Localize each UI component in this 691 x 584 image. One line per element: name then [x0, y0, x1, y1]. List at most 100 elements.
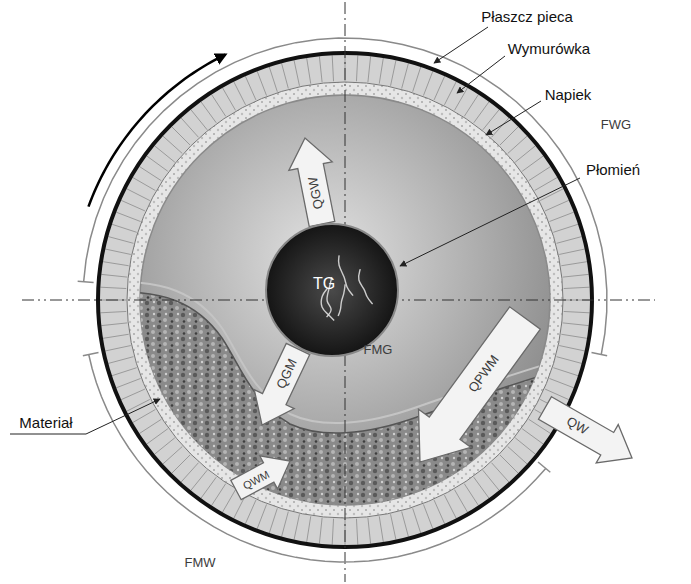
hatch-stroke [423, 71, 432, 95]
hatch-stroke [172, 127, 190, 145]
hatch-stroke [379, 58, 383, 84]
hatch-stroke [522, 156, 543, 171]
hatch-stroke [307, 516, 311, 542]
hatch-stroke [103, 262, 129, 266]
hatch-stroke [201, 102, 216, 123]
hatch-stroke [402, 512, 409, 537]
hatch-stroke [444, 495, 456, 518]
hatch-stroke [545, 200, 569, 211]
temperature-label: TG [313, 275, 335, 293]
bracket-tick [591, 352, 607, 355]
hatch-stroke [356, 55, 357, 81]
hatch-stroke [561, 262, 587, 266]
hatch-stroke [500, 455, 518, 473]
hatch-stroke [515, 438, 535, 454]
symbol-label: FWG [601, 118, 631, 132]
hatch-stroke [282, 512, 289, 537]
hatch-stroke [100, 311, 126, 312]
hatch-stroke [500, 127, 518, 145]
hatch-stroke [549, 378, 573, 387]
hatch-stroke [444, 82, 456, 105]
flame-circle: TG [264, 222, 400, 358]
hatch-stroke [464, 484, 478, 506]
hatch-stroke [282, 63, 289, 88]
hatch-stroke [181, 118, 198, 137]
hatch-stroke [269, 508, 277, 533]
hatch-stroke [434, 76, 445, 100]
hatch-stroke [561, 334, 587, 338]
hatch-stroke [423, 504, 432, 528]
hatch-stroke [474, 102, 489, 123]
hatch-stroke [515, 146, 535, 162]
hatch-stroke [553, 368, 578, 376]
hatch-stroke [112, 368, 137, 376]
hatch-stroke [379, 516, 383, 542]
hatch-stroke [112, 224, 137, 232]
hatch-stroke [108, 237, 133, 244]
rotation-arrow [88, 55, 225, 207]
part-label: Płaszcz pieca [481, 9, 573, 26]
hatch-stroke [391, 60, 396, 85]
part-label: Napiek [545, 87, 592, 104]
hatch-stroke [155, 146, 175, 162]
hatch-stroke [127, 189, 150, 201]
leader-line [486, 101, 541, 135]
hatch-stroke [535, 178, 558, 191]
hatch-stroke [483, 110, 499, 130]
heat-arrow [534, 389, 643, 477]
hatch-stroke [557, 237, 582, 244]
part-label: Materiał [19, 415, 72, 432]
hatch-stroke [257, 71, 266, 95]
hatch-stroke [553, 224, 578, 232]
hatch-stroke [101, 274, 127, 277]
leader-line [457, 56, 505, 93]
leader-line [10, 399, 160, 434]
hatch-stroke [559, 249, 584, 254]
hatch-stroke [147, 156, 168, 171]
hatch-stroke [529, 167, 551, 181]
hatch-stroke [307, 58, 311, 84]
hatch-stroke [294, 514, 299, 539]
hatch-stroke [522, 429, 543, 444]
hatch-stroke [294, 60, 299, 85]
hatch-stroke [563, 323, 589, 326]
hatch-stroke [212, 484, 226, 506]
hatch-stroke [201, 477, 216, 498]
hatch-stroke [455, 88, 468, 111]
hatch-stroke [105, 346, 130, 351]
hatch-stroke [464, 95, 478, 117]
hatch-stroke [564, 287, 590, 288]
part-label: Wymurówka [508, 41, 590, 58]
hatch-stroke [108, 357, 133, 364]
bracket-tick [78, 281, 94, 282]
surface-brackets [78, 38, 607, 562]
part-label: Płomień [586, 162, 640, 179]
hatch-stroke [455, 490, 468, 513]
hatch-stroke [133, 178, 156, 191]
hatch-stroke [121, 389, 145, 400]
heat-flow-arrows [227, 134, 643, 507]
hatch-stroke [332, 519, 333, 545]
hatch-stroke [332, 55, 333, 81]
hatch-stroke [181, 463, 198, 482]
hatch-stroke [105, 249, 130, 254]
hatch-stroke [269, 67, 277, 92]
hatch-stroke [368, 56, 371, 82]
hatch-stroke [549, 212, 573, 221]
hatch-stroke [492, 463, 509, 482]
hatch-stroke [434, 500, 445, 524]
hatch-stroke [103, 334, 129, 338]
hatch-stroke [557, 357, 582, 364]
hatch-stroke [257, 504, 266, 528]
hatch-stroke [223, 88, 236, 111]
hatch-stroke [319, 518, 322, 544]
hatch-stroke [140, 419, 162, 433]
hatch-stroke [155, 438, 175, 454]
heat-arrow [242, 340, 318, 435]
hatch-stroke [191, 110, 207, 130]
hatch-stroke [100, 287, 126, 288]
leader-line [434, 27, 488, 63]
hatch-stroke [413, 67, 421, 92]
hatch-stroke [413, 508, 421, 533]
symbol-label: FMG [364, 343, 393, 357]
